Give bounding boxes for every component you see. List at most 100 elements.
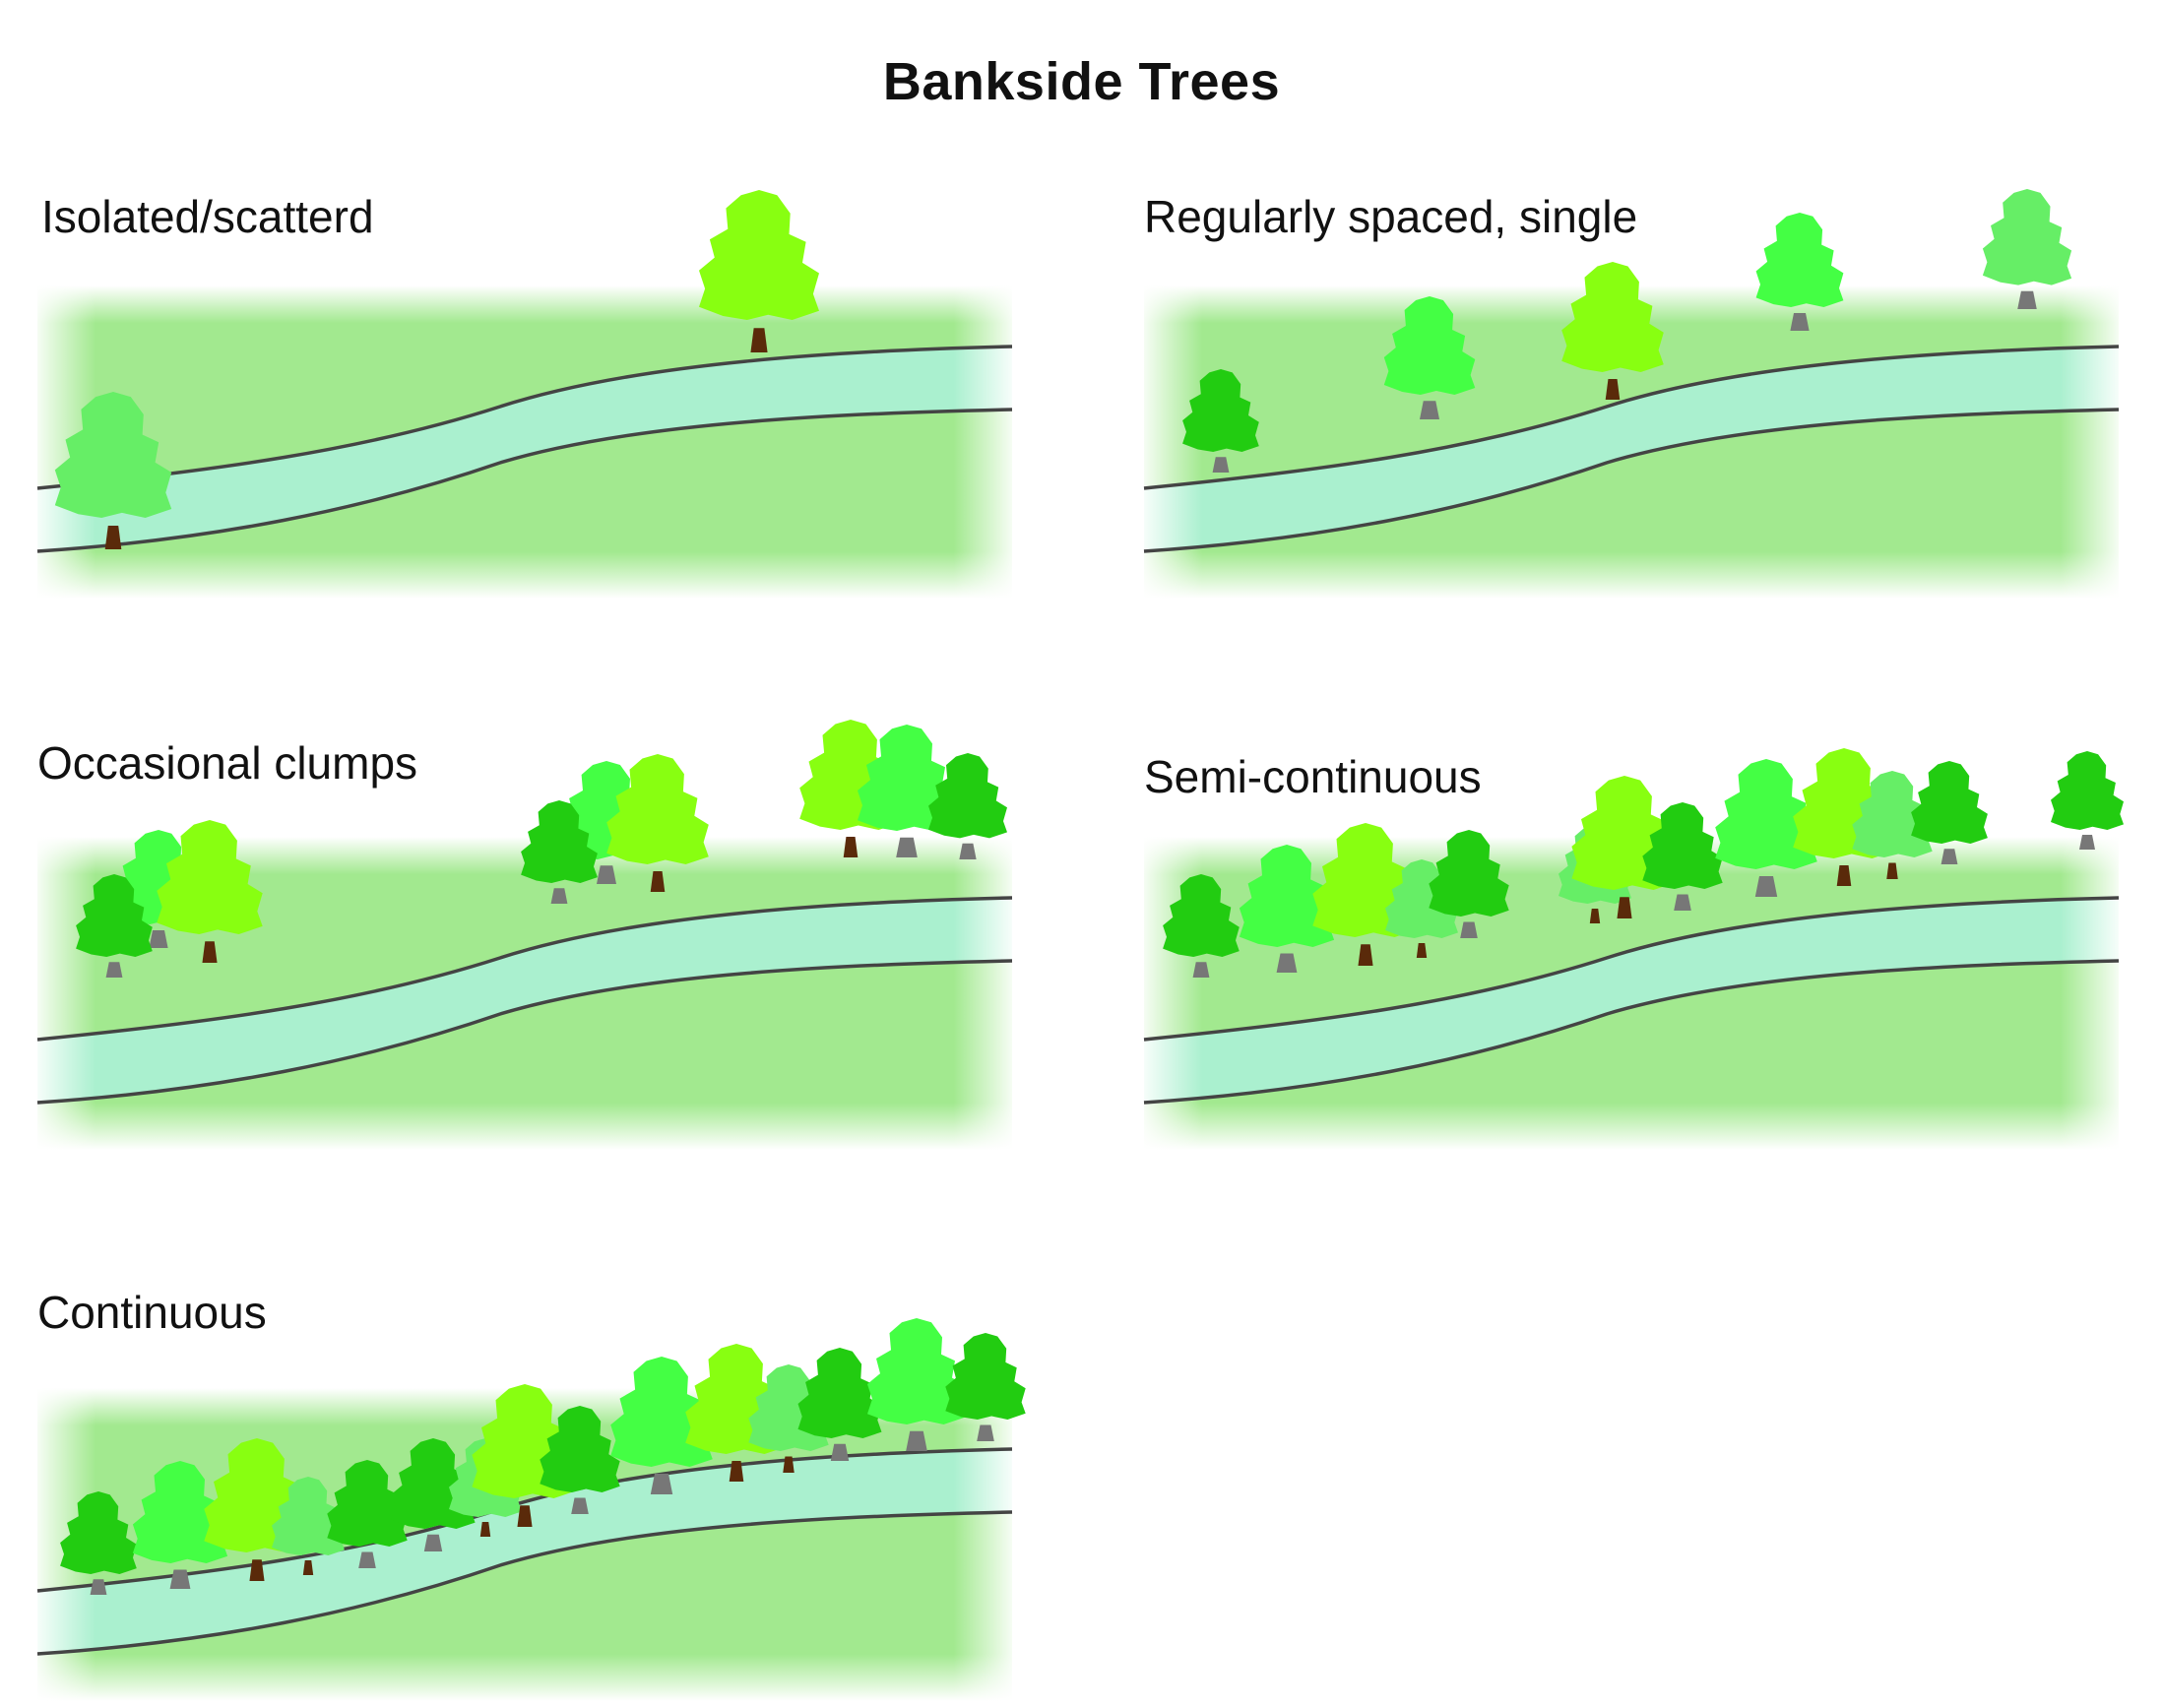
tree-dark-green — [928, 753, 1007, 859]
tree-dark-green — [1429, 830, 1509, 938]
panel-label-occasional-clumps: Occasional clumps — [37, 737, 418, 789]
river-scene-occasional-clumps — [36, 720, 1013, 1150]
tree-trunk — [105, 962, 123, 978]
tree-crown — [2051, 751, 2124, 830]
tree-dark-green — [1182, 369, 1259, 473]
tree-lime — [1561, 262, 1664, 400]
tree-dark-green — [797, 1348, 882, 1461]
tree-trunk — [1460, 921, 1478, 938]
panel-occasional-clumps — [36, 720, 1013, 1150]
tree-crown — [157, 820, 263, 934]
tree-trunk — [249, 1559, 265, 1581]
tree-crown — [1239, 845, 1335, 947]
riverbank-line-lower — [36, 408, 1013, 553]
tree-trunk — [104, 526, 122, 549]
river-scene-isolated — [36, 190, 1013, 599]
riverbank-line-lower — [1143, 408, 2120, 553]
tree-trunk — [906, 1430, 927, 1451]
panel-label-semi-continuous: Semi-continuous — [1144, 751, 1482, 802]
tree-trunk — [650, 1474, 673, 1494]
tree-pale-green — [1982, 189, 2072, 309]
tree-crown — [1383, 296, 1476, 395]
tree-dark-green — [945, 1333, 1026, 1441]
riverbank-line-upper — [36, 345, 1013, 490]
tree-trunk — [1754, 876, 1778, 897]
tree-trunk — [2079, 835, 2095, 850]
tree-trunk — [550, 888, 568, 904]
tree-crown — [54, 392, 172, 518]
tree-trunk — [783, 1456, 795, 1473]
tree-trunk — [1886, 862, 1898, 879]
tree-trunk — [1420, 401, 1439, 419]
tree-trunk — [517, 1505, 533, 1527]
tree-trunk — [1836, 865, 1852, 886]
tree-trunk — [169, 1569, 191, 1589]
riverbank-line-upper — [36, 896, 1013, 1042]
riverbank-line-upper — [1143, 896, 2120, 1042]
tree-crown — [1163, 874, 1240, 957]
tree-trunk — [1276, 953, 1298, 973]
riverbank-line-upper — [1143, 345, 2120, 490]
tree-trunk — [1589, 909, 1601, 923]
tree-mid-green — [1715, 759, 1817, 897]
tree-trunk — [650, 871, 666, 892]
panel-isolated-scattered — [36, 190, 1013, 599]
tree-trunk — [1358, 944, 1373, 966]
tree-trunk — [1674, 894, 1691, 911]
tree-trunk — [977, 1424, 994, 1441]
tree-lime — [157, 820, 263, 963]
panel-semi-continuous — [1143, 748, 2124, 1150]
tree-dark-green — [1911, 761, 1988, 864]
tree-crown — [945, 1333, 1026, 1420]
tree-dark-green — [76, 874, 153, 978]
riverbank-line-lower — [1143, 959, 2120, 1105]
tree-crown — [272, 1477, 345, 1555]
tree-pale-green — [54, 392, 172, 549]
panel-continuous — [36, 1318, 1026, 1701]
riverbank-line-lower — [36, 1510, 1013, 1656]
tree-mid-green — [132, 1461, 228, 1589]
panel-label-regularly-spaced: Regularly spaced, single — [1144, 191, 1638, 242]
tree-trunk — [571, 1497, 589, 1514]
tree-dark-green — [540, 1406, 620, 1514]
tree-dark-green — [327, 1460, 408, 1568]
tree-trunk — [149, 930, 168, 948]
diagram-title: Bankside Trees — [882, 52, 1281, 111]
tree-trunk — [830, 1443, 850, 1461]
tree-trunk — [1416, 943, 1428, 958]
tree-crown — [1715, 759, 1817, 869]
tree-crown — [606, 754, 709, 864]
tree-trunk — [1790, 313, 1810, 331]
tree-crown — [76, 874, 153, 957]
tree-dark-green — [2051, 751, 2124, 850]
tree-trunk — [90, 1579, 107, 1595]
tree-trunk — [1940, 849, 1958, 864]
tree-crown — [1429, 830, 1509, 917]
tree-crown — [797, 1348, 882, 1438]
tree-trunk — [1192, 962, 1210, 978]
tree-crown — [540, 1406, 620, 1492]
tree-crown — [1182, 369, 1259, 452]
tree-trunk — [1617, 897, 1632, 918]
tree-crown — [1755, 213, 1844, 307]
tree-trunk — [479, 1522, 491, 1537]
tree-crown — [132, 1461, 228, 1563]
tree-dark-green — [1642, 802, 1723, 911]
tree-trunk — [358, 1551, 376, 1568]
tree-crown — [1561, 262, 1664, 372]
river-scene-continuous — [36, 1318, 1026, 1701]
tree-crown — [60, 1491, 137, 1574]
tree-mid-green — [1755, 213, 1844, 331]
tree-crown — [521, 800, 598, 883]
tree-lime — [606, 754, 709, 892]
tree-dark-green — [60, 1491, 137, 1595]
tree-trunk — [302, 1560, 314, 1575]
tree-trunk — [1605, 379, 1621, 400]
tree-mid-green — [867, 1318, 966, 1451]
tree-trunk — [729, 1461, 744, 1482]
tree-crown — [928, 753, 1007, 839]
tree-crown — [867, 1318, 966, 1424]
tree-pale-green — [272, 1477, 345, 1575]
panel-label-isolated: Isolated/scatterd — [41, 191, 374, 242]
tree-dark-green — [521, 800, 598, 904]
